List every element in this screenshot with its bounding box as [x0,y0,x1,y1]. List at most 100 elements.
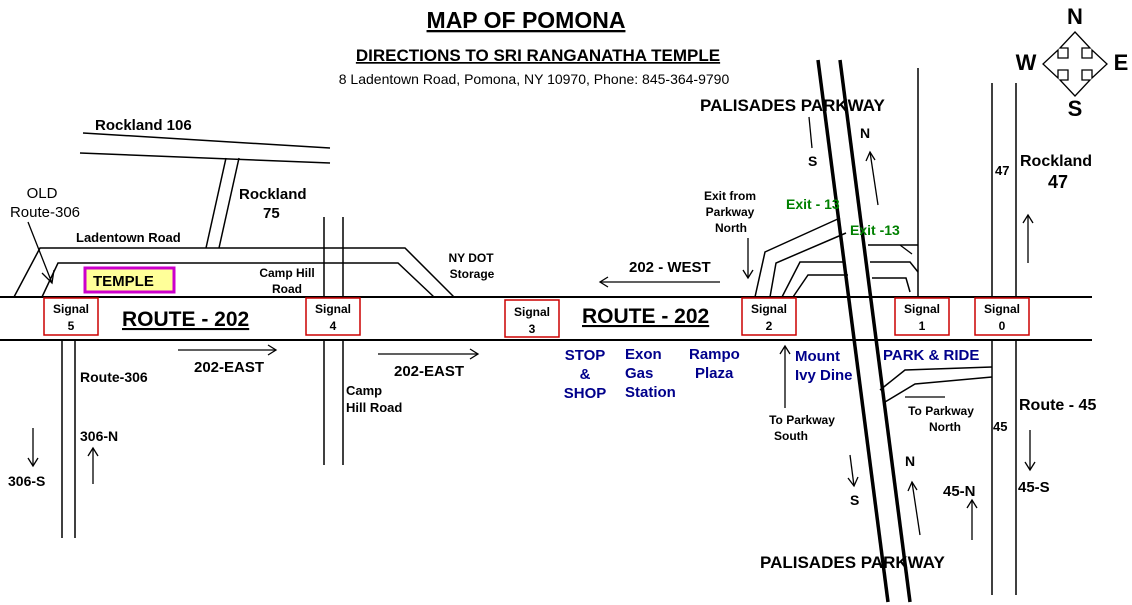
arrow-202-west [598,276,720,288]
west-202-label: 202 - WEST [629,259,711,276]
signal-0: Signal 0 [974,297,1030,336]
rockland-106-label: Rockland 106 [95,117,192,134]
to-pk-south-a: To Parkway [769,413,835,427]
rockland-47-label-a: Rockland [1020,153,1092,170]
page-title: MAP OF POMONA [427,7,626,33]
park-ride-label: PARK & RIDE [883,347,979,364]
rockland-75-east-edge [218,157,240,249]
east-202-label-2: 202-EAST [394,363,464,380]
signal-4-num: 4 [330,319,337,333]
signal-2-label: Signal [751,302,787,316]
to-pk-north-a: To Parkway [908,404,974,418]
exon-label-a: Exon [625,346,662,363]
signal-5: Signal 5 [43,297,99,336]
exit-13-label-b: Exit -13 [850,222,900,238]
exit13-ramp-2 [870,261,919,273]
palisades-parkway-west-line [816,59,890,603]
exit-from-label-a: Exit from [704,189,756,203]
arrow-exit13 [899,244,913,255]
route-306-s-label: 306-S [8,473,45,489]
mount-ivy-label-b: Ivy Dine [795,367,853,384]
route-45-n-label: 45-N [943,483,976,500]
rockland-75-label-a: Rockland [239,186,307,203]
palisades-label-bottom: PALISADES PARKWAY [760,553,945,572]
arrow-45-s [1024,430,1036,472]
compass-icon [1042,31,1108,97]
camp-hill-north-label-b: Road [272,282,302,296]
palisades-label-top: PALISADES PARKWAY [700,96,885,115]
exit-ramp-1 [754,217,841,298]
signal-2: Signal 2 [741,297,797,336]
old-306-label-b: Route-306 [10,204,80,221]
arrow-202-east-2 [378,348,480,360]
signal-0-label: Signal [984,302,1020,316]
signal-3: Signal 3 [504,299,560,338]
to-pk-north-b: North [929,420,961,434]
arrow-exit-from-north [742,238,754,280]
compass-s: S [1068,96,1083,121]
ladentown-road-label: Ladentown Road [76,230,181,245]
arrow-old306 [27,221,55,285]
east-202-label-1: 202-EAST [194,359,264,376]
route-202-label-west: ROUTE - 202 [122,308,249,331]
parkway-s-top: S [808,153,817,169]
rockland-47-label-b: 47 [1048,172,1068,192]
signal-1: Signal 1 [894,297,950,336]
rockland-106-north-edge [82,132,331,149]
temple-label: TEMPLE [93,273,154,290]
exit-13-label-a: Exit - 13 [786,196,840,212]
arrow-45-n [966,498,978,540]
route-306-label: Route-306 [80,369,148,385]
signal-0-num: 0 [999,319,1006,333]
signal-5-num: 5 [68,319,75,333]
arrow-pk-n-bottom [907,480,921,536]
route-306-n-label: 306-N [80,428,118,444]
to-pk-south-b: South [774,429,808,443]
arrow-to-pk-south [779,344,791,408]
arrow-pk-n-top [865,150,879,206]
exit13-ramp-3 [872,277,911,293]
exit-ramp-4 [792,274,848,298]
exon-label-c: Station [625,384,676,401]
signal-5-label: Signal [53,302,89,316]
ladentown-road-outer [13,247,455,298]
nydot-label-a: NY DOT [448,251,494,265]
temple-marker[interactable] [83,266,176,294]
nydot-label-b: Storage [450,267,495,281]
route-202-label-east: ROUTE - 202 [582,305,709,328]
signal-4: Signal 4 [305,297,361,336]
ladentown-road-inner [41,262,435,298]
signal-2-num: 2 [766,319,773,333]
address-line: 8 Ladentown Road, Pomona, NY 10970, Phon… [339,71,730,87]
signal-1-num: 1 [919,319,926,333]
compass-n: N [1067,4,1083,29]
stop-shop-label-b: & [580,366,591,383]
parkway-n-top: N [860,125,870,141]
route-45-label: Route - 45 [1019,397,1096,414]
camp-hill-north-label-a: Camp Hill [259,266,314,280]
exit-ramp-3 [781,261,845,298]
old-306-label-a: OLD [27,185,58,202]
palisades-parkway-east-line [838,59,912,603]
signal-3-label: Signal [514,305,550,319]
arrow-306-n [87,446,99,484]
signal-3-num: 3 [529,322,536,336]
rockland-75-label-b: 75 [263,205,280,222]
rampo-label-a: Rampo [689,346,740,363]
exit-from-label-b: Parkway [706,205,755,219]
signal-4-label: Signal [315,302,351,316]
mount-ivy-label-a: Mount [795,348,840,365]
camp-hill-south-label-b: Hill Road [346,400,402,415]
route-45-s-label: 45-S [1018,479,1050,496]
arrow-pk-s-top [808,116,813,149]
camp-hill-south-label-a: Camp [346,383,382,398]
arrow-202-east-1 [178,344,278,356]
stop-shop-label-c: SHOP [564,385,607,402]
park-ride-ramp-2 [884,376,993,403]
arrow-pk-s-bottom [847,454,859,488]
arrow-r47 [1022,213,1034,263]
parkway-s-bottom: S [850,492,859,508]
exit-ramp-2 [769,232,847,298]
compass-w: W [1016,50,1037,75]
